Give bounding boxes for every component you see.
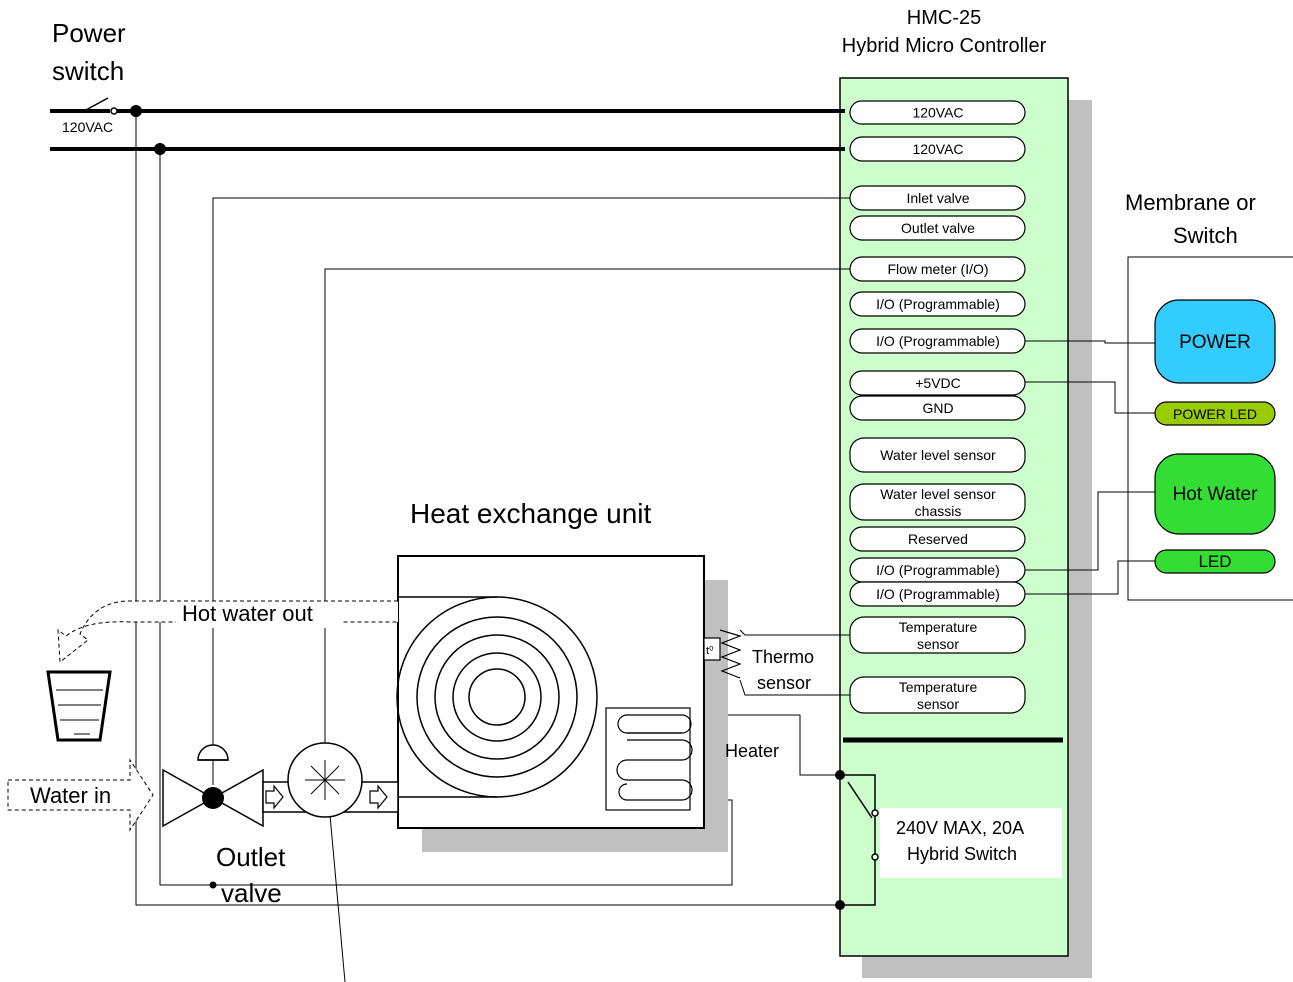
controller-pin-label: chassis xyxy=(915,503,962,519)
supply-voltage-label: 120VAC xyxy=(62,119,113,135)
controller-name: Hybrid Micro Controller xyxy=(842,35,1047,57)
outlet-valve-label-2: valve xyxy=(221,878,282,908)
power-switch-title-1: Power xyxy=(52,18,126,48)
controller-pin: I/O (Programmable) xyxy=(849,557,1026,583)
flow-meter-symbol xyxy=(262,742,399,818)
controller-pin-label: GND xyxy=(922,400,953,416)
power-led-label: POWER LED xyxy=(1173,406,1257,422)
controller-pin: 120VAC xyxy=(849,100,1026,125)
controller-pin: I/O (Programmable) xyxy=(849,581,1026,607)
water-in-label: Water in xyxy=(30,783,111,808)
valve-wire-node xyxy=(209,881,217,889)
outlet-valve-center xyxy=(202,787,224,809)
controller-pin-label: sensor xyxy=(917,636,959,652)
controller-pin-label: sensor xyxy=(917,696,959,712)
mains-wiring xyxy=(50,97,845,151)
controller-pin: GND xyxy=(849,395,1026,421)
heat-exchanger-coil xyxy=(396,596,598,798)
thermo-sensor-label-1: Thermo xyxy=(752,647,814,667)
heater-element xyxy=(605,707,693,811)
controller-pin-label: I/O (Programmable) xyxy=(876,333,1000,349)
hot-water-button-label: Hot Water xyxy=(1173,484,1258,505)
heat-exchanger-body xyxy=(397,555,705,829)
controller-pin-label: Inlet valve xyxy=(906,190,969,206)
controller-pin: Reserved xyxy=(849,526,1026,552)
led: LED xyxy=(1154,549,1276,574)
controller-pin: I/O (Programmable) xyxy=(849,291,1026,317)
controller-pin-label: 120VAC xyxy=(912,105,963,121)
hybrid-switch-symbol xyxy=(840,774,879,906)
outlet-valve-label-1: Outlet xyxy=(216,842,286,872)
controller-pin: Inlet valve xyxy=(849,185,1026,211)
controller-pin: Outlet valve xyxy=(849,215,1026,241)
hybrid-switch-label-box xyxy=(880,808,1062,878)
power-button[interactable]: POWER xyxy=(1154,299,1276,384)
led-label: LED xyxy=(1198,552,1231,571)
controller-pin-label: Temperature xyxy=(899,679,978,695)
controller-model: HMC-25 xyxy=(907,7,981,29)
controller-pin: Flow meter (I/O) xyxy=(849,256,1026,282)
controller-pin-label: Reserved xyxy=(908,531,968,547)
controller-pin: I/O (Programmable) xyxy=(849,328,1026,354)
membrane-title-2: Switch xyxy=(1173,223,1238,248)
controller-pin-label: +5VDC xyxy=(915,375,961,391)
power-led: POWER LED xyxy=(1154,401,1276,426)
controller-pin-label: I/O (Programmable) xyxy=(876,586,1000,602)
controller-pin-label: 120VAC xyxy=(912,141,963,157)
controller-pin-label: Flow meter (I/O) xyxy=(887,261,988,277)
membrane-panel-outline xyxy=(1127,256,1293,601)
controller-pin-label: Water level sensor xyxy=(880,486,996,502)
thermo-t0-label: t⁰ xyxy=(706,645,714,657)
controller-pin: +5VDC xyxy=(849,370,1026,396)
controller-pin: 120VAC xyxy=(849,136,1026,162)
thermo-sensor-symbol xyxy=(703,629,742,679)
controller-pin-label: Water level sensor xyxy=(880,447,996,463)
heater-label: Heater xyxy=(725,741,779,761)
hybrid-switch-label-1: 240V MAX, 20A xyxy=(896,818,1024,838)
outlet-valve-symbol xyxy=(162,744,264,828)
hybrid-switch-label-2: Hybrid Switch xyxy=(907,844,1017,864)
controller-pin: Water level sensor xyxy=(849,437,1026,473)
controller-pin-label: I/O (Programmable) xyxy=(876,296,1000,312)
power-button-label: POWER xyxy=(1179,332,1251,353)
hot-water-out-label-bg xyxy=(176,602,342,628)
controller-pin-label: Outlet valve xyxy=(901,220,975,236)
hot-water-out-label: Hot water out xyxy=(182,601,313,626)
membrane-title-1: Membrane or xyxy=(1125,190,1256,215)
water-cup-icon xyxy=(46,670,112,742)
thermo-sensor-label-2: sensor xyxy=(757,673,811,693)
controller-pin-label: I/O (Programmable) xyxy=(876,562,1000,578)
heat-exchanger-title: Heat exchange unit xyxy=(410,498,652,529)
controller-pin-label: Temperature xyxy=(899,619,978,635)
water-in-arrow xyxy=(7,758,154,832)
power-switch-title-2: switch xyxy=(52,56,124,86)
hot-water-button[interactable]: Hot Water xyxy=(1154,453,1276,535)
